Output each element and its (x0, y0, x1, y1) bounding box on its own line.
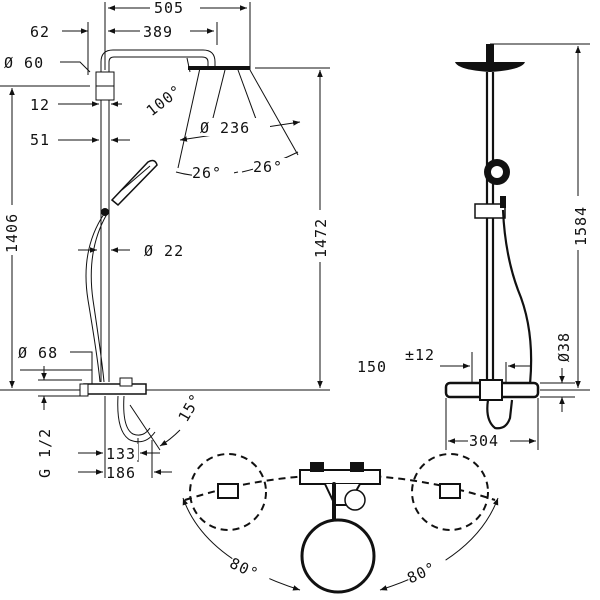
dimension-1406: 1406 (0, 85, 90, 388)
dimension-angle-80: 80° 80° (182, 497, 499, 591)
svg-text:26°: 26° (192, 164, 222, 182)
svg-text:389: 389 (143, 23, 173, 41)
svg-text:1472: 1472 (312, 218, 330, 258)
riser-pipe (95, 71, 115, 382)
top-overhead-shower (300, 518, 376, 594)
thermostat-mixer (79, 377, 147, 397)
overhead-shower-head (186, 57, 250, 73)
top-view: 80° 80° (182, 453, 499, 594)
svg-text:150: 150 (357, 358, 387, 376)
front-view: 505 389 62 Ø 60 100° (0, 0, 330, 482)
dimension-diameter-68: Ø 68 (18, 344, 93, 384)
dimension-51: 51 (30, 131, 130, 149)
top-mixer (299, 462, 381, 511)
dimension-g-half: G 1/2 (36, 366, 82, 478)
svg-text:Ø 236: Ø 236 (200, 119, 250, 137)
dimension-diameter-60: Ø 60 (4, 54, 91, 73)
svg-text:62: 62 (30, 23, 50, 41)
svg-text:Ø 68: Ø 68 (18, 344, 58, 362)
dimension-12: 12 (30, 96, 122, 114)
dimension-62: 62 (30, 22, 135, 75)
side-thermostat (444, 379, 540, 430)
dimension-angle-15: 15° (129, 390, 206, 451)
svg-text:100°: 100° (143, 81, 186, 120)
svg-text:505: 505 (154, 0, 184, 17)
svg-text:1584: 1584 (572, 206, 590, 246)
svg-text:±12: ±12 (405, 346, 435, 364)
svg-text:Ø 60: Ø 60 (4, 54, 44, 72)
svg-text:G 1/2: G 1/2 (36, 428, 54, 478)
side-view: 1584 Ø38 150 ±12 304 (357, 43, 590, 450)
svg-text:15°: 15° (175, 390, 206, 425)
svg-text:Ø 22: Ø 22 (144, 242, 184, 260)
top-hand-shower-right (411, 453, 489, 531)
svg-text:1406: 1406 (3, 213, 21, 253)
dimension-diameter-22: Ø 22 (78, 242, 184, 260)
svg-text:133: 133 (106, 445, 136, 463)
shower-hose (85, 213, 108, 383)
dimension-angle-26: 26° 26° (175, 151, 299, 182)
dimension-150: 150 ±12 (357, 346, 532, 383)
dimension-1472: 1472 (255, 67, 330, 388)
svg-text:26°: 26° (253, 158, 283, 176)
dimension-304: 304 (445, 398, 539, 450)
side-hand-shower (474, 159, 510, 219)
svg-text:51: 51 (30, 131, 50, 149)
dimension-133: 133 (78, 444, 160, 463)
dimension-diameter-38: Ø38 (540, 332, 575, 412)
svg-text:304: 304 (469, 432, 499, 450)
dimension-389: 389 (108, 23, 214, 41)
dimension-diameter-236: Ø 236 (179, 118, 301, 142)
top-hand-shower-left (189, 453, 267, 531)
svg-text:Ø38: Ø38 (555, 332, 573, 362)
svg-text:186: 186 (106, 464, 136, 482)
svg-text:12: 12 (30, 96, 50, 114)
dimension-1584: 1584 (570, 46, 590, 388)
bath-spout (117, 395, 156, 443)
dimension-186: 186 (78, 463, 172, 482)
shower-arm (100, 49, 216, 100)
side-overhead-shower (455, 43, 590, 72)
dimension-505: 505 (108, 0, 247, 17)
